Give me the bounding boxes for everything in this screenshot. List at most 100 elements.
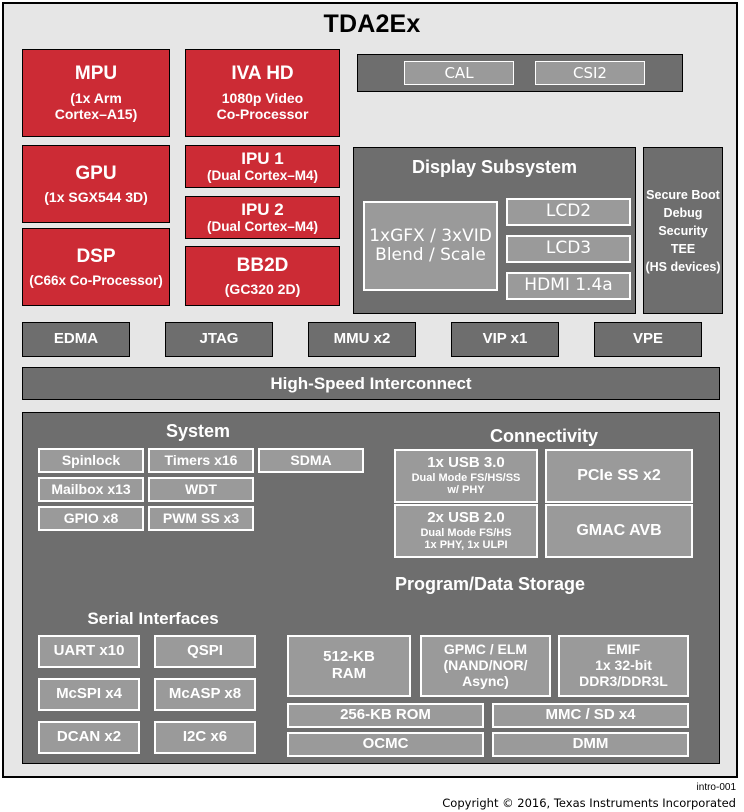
block-ipu1-title: IPU 1 <box>241 149 284 169</box>
security-line-1: Secure Boot <box>646 187 720 202</box>
block-dsp[interactable]: DSP (C66x Co-Processor) <box>22 228 170 306</box>
serial-interfaces-group-title: Serial Interfaces <box>87 609 219 628</box>
block-wdt-label: WDT <box>185 480 217 497</box>
block-iva-hd[interactable]: IVA HD 1080p Video Co-Processor <box>185 49 340 137</box>
chip-outline: TDA2Ex MPU (1x Arm Cortex–A15) IVA HD 10… <box>2 2 738 778</box>
block-vip[interactable]: VIP x1 <box>451 322 559 357</box>
block-bb2d[interactable]: BB2D (GC320 2D) <box>185 246 340 306</box>
block-iva-hd-title: IVA HD <box>231 63 294 85</box>
block-pcie-label: PCIe SS x2 <box>577 467 661 485</box>
system-group-title: System <box>165 421 231 441</box>
block-timers[interactable]: Timers x16 <box>148 448 254 473</box>
block-edma[interactable]: EDMA <box>22 322 130 357</box>
display-output-lcd3[interactable]: LCD3 <box>506 235 631 263</box>
block-mpu-title: MPU <box>74 63 118 85</box>
display-output-lcd3-label: LCD3 <box>545 238 592 259</box>
block-bb2d-line1: (GC320 2D) <box>224 280 301 297</box>
block-gmac-avb-label: GMAC AVB <box>576 522 662 540</box>
block-wdt[interactable]: WDT <box>148 477 254 502</box>
block-gpmc-line1: GPMC / ELM <box>443 641 528 658</box>
block-mcspi-label: McSPI x4 <box>56 685 122 703</box>
storage-group-title: Program/Data Storage <box>394 574 586 594</box>
block-mpu-line2: Cortex–A15) <box>54 106 138 123</box>
block-emif[interactable]: EMIF 1x 32-bit DDR3/DDR3L <box>558 635 689 697</box>
block-gpu[interactable]: GPU (1x SGX544 3D) <box>22 145 170 223</box>
block-vip-label: VIP x1 <box>482 330 528 348</box>
block-gpio[interactable]: GPIO x8 <box>38 506 144 531</box>
block-ocmc-label: OCMC <box>362 735 409 753</box>
block-gpmc-elm[interactable]: GPMC / ELM (NAND/NOR/ Async) <box>420 635 551 697</box>
display-blend-box[interactable]: 1xGFX / 3xVID Blend / Scale <box>363 201 498 291</box>
block-spinlock-label: Spinlock <box>61 451 121 468</box>
block-usb2[interactable]: 2x USB 2.0 Dual Mode FS/HS 1x PHY, 1x UL… <box>394 504 538 558</box>
display-output-lcd2[interactable]: LCD2 <box>506 198 631 226</box>
block-ram[interactable]: 512-KB RAM <box>287 635 411 697</box>
block-vpe[interactable]: VPE <box>594 322 702 357</box>
block-mmu-label: MMU x2 <box>333 330 391 348</box>
block-ipu2-line1: (Dual Cortex–M4) <box>206 219 319 235</box>
block-usb2-line2: Dual Mode FS/HS <box>420 527 512 540</box>
connectivity-group-title: Connectivity <box>489 426 599 446</box>
display-output-lcd2-label: LCD2 <box>545 201 592 222</box>
block-usb3[interactable]: 1x USB 3.0 Dual Mode FS/HS/SS w/ PHY <box>394 449 538 503</box>
block-pwm-ss[interactable]: PWM SS x3 <box>148 506 254 531</box>
security-line-4: TEE <box>670 241 696 256</box>
block-ocmc[interactable]: OCMC <box>287 732 484 757</box>
block-gmac-avb[interactable]: GMAC AVB <box>545 504 693 558</box>
security-line-2: Debug <box>663 205 703 220</box>
block-mailbox[interactable]: Mailbox x13 <box>38 477 144 502</box>
display-output-hdmi-label: HDMI 1.4a <box>524 275 613 296</box>
block-edma-label: EDMA <box>53 330 99 348</box>
block-jtag[interactable]: JTAG <box>165 322 273 357</box>
block-iva-hd-line1: 1080p Video <box>221 90 304 107</box>
block-bb2d-title: BB2D <box>236 254 289 276</box>
block-emif-line2: 1x 32-bit <box>595 657 652 674</box>
block-usb3-line3: w/ PHY <box>447 484 485 497</box>
block-rom[interactable]: 256-KB ROM <box>287 703 484 728</box>
block-mmc-sd[interactable]: MMC / SD x4 <box>492 703 689 728</box>
block-uart-label: UART x10 <box>53 642 125 660</box>
block-uart[interactable]: UART x10 <box>38 635 140 668</box>
block-mmc-sd-label: MMC / SD x4 <box>545 706 636 724</box>
block-gpio-label: GPIO x8 <box>63 509 119 526</box>
block-dsp-line1: (C66x Co-Processor) <box>29 273 163 289</box>
block-dmm[interactable]: DMM <box>492 732 689 757</box>
security-line-5: (HS devices) <box>645 259 721 274</box>
block-sdma[interactable]: SDMA <box>258 448 364 473</box>
block-mpu[interactable]: MPU (1x Arm Cortex–A15) <box>22 49 170 137</box>
block-mailbox-label: Mailbox x13 <box>51 480 131 497</box>
block-cal[interactable]: CAL <box>404 61 514 85</box>
security-panel[interactable]: Secure Boot Debug Security TEE (HS devic… <box>643 147 723 314</box>
block-gpu-line1: (1x SGX544 3D) <box>44 188 148 205</box>
block-csi2[interactable]: CSI2 <box>535 61 645 85</box>
block-ram-line1: 512-KB <box>323 648 375 666</box>
block-mcspi[interactable]: McSPI x4 <box>38 678 140 711</box>
block-mcasp[interactable]: McASP x8 <box>154 678 256 711</box>
block-ram-line2: RAM <box>331 665 367 682</box>
block-ipu2-title: IPU 2 <box>241 200 284 220</box>
block-ipu2[interactable]: IPU 2 (Dual Cortex–M4) <box>185 196 340 239</box>
block-emif-line3: DDR3/DDR3L <box>579 672 668 689</box>
block-cal-label: CAL <box>444 63 474 82</box>
block-csi2-label: CSI2 <box>573 63 607 82</box>
block-gpmc-line3: Async) <box>462 672 509 689</box>
block-spinlock[interactable]: Spinlock <box>38 448 144 473</box>
block-dcan-label: DCAN x2 <box>56 728 122 746</box>
display-blend-line1: 1xGFX / 3xVID <box>369 225 492 246</box>
display-output-hdmi[interactable]: HDMI 1.4a <box>506 272 631 300</box>
block-ipu1[interactable]: IPU 1 (Dual Cortex–M4) <box>185 145 340 188</box>
block-pcie[interactable]: PCIe SS x2 <box>545 449 693 503</box>
block-gpmc-line2: (NAND/NOR/ <box>443 657 528 674</box>
block-pwm-ss-label: PWM SS x3 <box>162 509 240 526</box>
block-qspi[interactable]: QSPI <box>154 635 256 668</box>
block-i2c[interactable]: I2C x6 <box>154 721 256 754</box>
high-speed-interconnect-label: High-Speed Interconnect <box>270 373 472 393</box>
high-speed-interconnect[interactable]: High-Speed Interconnect <box>22 367 720 400</box>
block-usb3-line1: 1x USB 3.0 <box>427 454 505 472</box>
block-i2c-label: I2C x6 <box>182 728 228 746</box>
block-dcan[interactable]: DCAN x2 <box>38 721 140 754</box>
block-qspi-label: QSPI <box>187 642 223 660</box>
block-usb2-line1: 2x USB 2.0 <box>427 509 505 527</box>
block-sdma-label: SDMA <box>290 451 332 468</box>
block-mmu[interactable]: MMU x2 <box>308 322 416 357</box>
